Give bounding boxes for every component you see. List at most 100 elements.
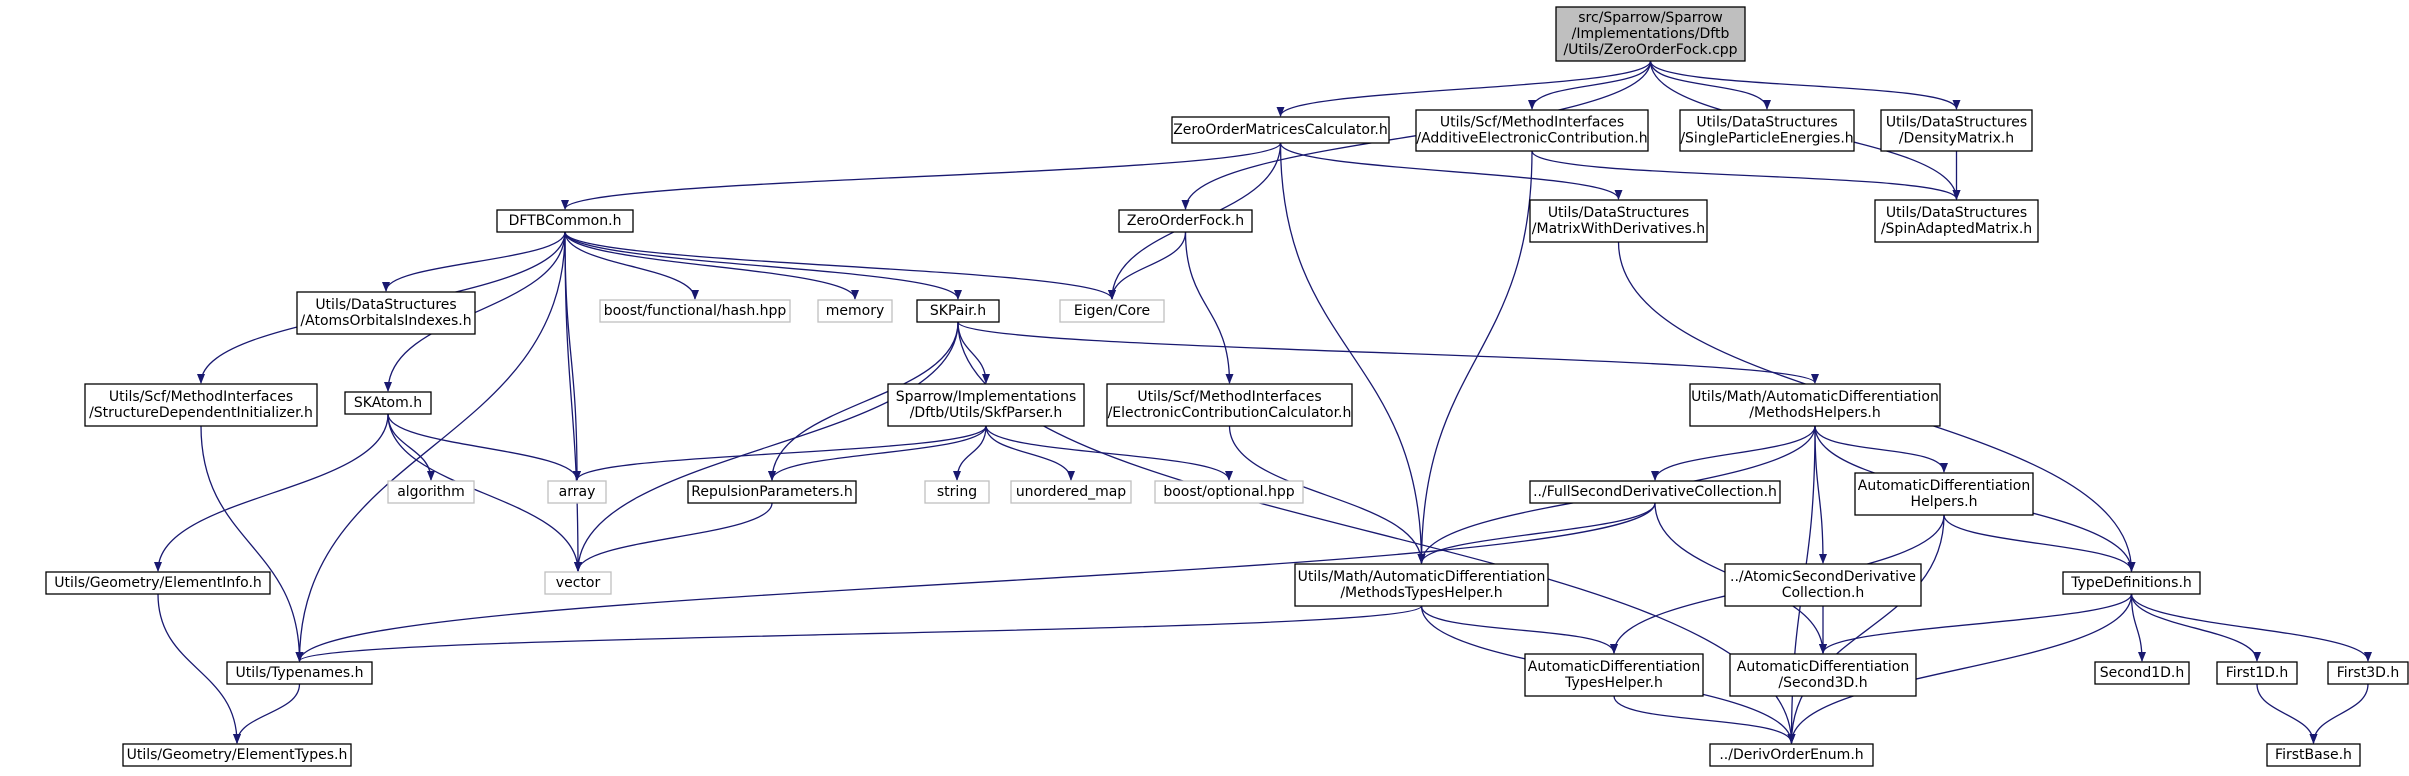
node-box [887,383,1085,427]
node-label: /StructureDependentInitializer.h [89,405,313,421]
node-fullsecondderivativecollection_h[interactable]: ../FullSecondDerivativeCollection.h [1529,480,1781,504]
node-label: /Utils/ZeroOrderFock.cpp [1563,42,1737,58]
node-matrixwithderivatives_h[interactable]: Utils/DataStructures/MatrixWithDerivativ… [1529,199,1708,243]
node-spinadaptedmatrix_h[interactable]: Utils/DataStructures/SpinAdaptedMatrix.h [1874,199,2039,243]
node-algorithm: algorithm [387,480,475,504]
edge-skfparser_h-to-array [573,425,987,481]
node-firstbase_h[interactable]: FirstBase.h [2266,743,2361,767]
node-electroniccontributioncalculator_h[interactable]: Utils/Scf/MethodInterfaces/ElectronicCon… [1106,383,1353,427]
node-atomsorbitalsindexes_h[interactable]: Utils/DataStructures/AtomsOrbitalsIndexe… [296,291,476,335]
edge-typedefinitions_h-to-first3d_h [2130,593,2372,662]
edge-skpair_h-to-methodshelpers_h [957,321,1819,384]
node-elementinfo_h[interactable]: Utils/Geometry/ElementInfo.h [45,571,271,595]
edge-automaticdifferentiationhelpers_h-to-derivorderenum_h [1787,514,1945,744]
node-unordered_map: unordered_map [1010,480,1132,504]
node-zeroorderfock_h[interactable]: ZeroOrderFock.h [1118,209,1253,233]
node-typenames_h[interactable]: Utils/Typenames.h [226,661,373,685]
node-label: /SingleParticleEnergies.h [1680,131,1853,147]
node-first3d_h[interactable]: First3D.h [2327,661,2409,685]
node-memory: memory [817,299,893,323]
edge-fullsecondderivativecollection_h-to-methodstypeshelper_h [1417,502,1656,564]
edge-structuredependentinitializer_h-to-typenames_h [200,425,304,662]
edge-typedefinitions_h-to-first1d_h [2130,593,2261,662]
node-label: ../FullSecondDerivativeCollection.h [1533,484,1777,500]
node-box [1106,383,1353,427]
node-structuredependentinitializer_h[interactable]: Utils/Scf/MethodInterfaces/StructureDepe… [84,383,318,427]
node-dftbcommon_h[interactable]: DFTBCommon.h [496,209,634,233]
node-label: Utils/DataStructures [315,297,456,313]
node-label: boost/optional.hpp [1163,484,1294,500]
node-methodstypeshelper_h[interactable]: Utils/Math/AutomaticDifferentiation/Meth… [1294,563,1549,607]
edge-typenames_h-to-elementtypes_h [233,683,301,744]
node-box [2216,661,2298,685]
node-box [122,743,352,767]
node-eigen_core: Eigen/Core [1059,299,1165,323]
node-skatom_h[interactable]: SKAtom.h [344,391,432,415]
node-label: AutomaticDifferentiation [1528,659,1700,675]
edge-dftbcommon_h-to-boost_functional_hash [564,231,699,300]
node-label: Eigen/Core [1074,303,1150,319]
edge-zeroordermatricescalculator_h-to-methodstypeshelper_h [1279,142,1426,564]
node-box [599,299,791,323]
node-box [1689,383,1941,427]
node-methodshelpers_h[interactable]: Utils/Math/AutomaticDifferentiation/Meth… [1689,383,1941,427]
node-densitymatrix_h[interactable]: Utils/DataStructures/DensityMatrix.h [1880,109,2033,152]
node-box [547,480,607,504]
node-label: DFTBCommon.h [509,213,622,229]
edge-methodstypeshelper_h-to-typenames_h [295,605,1423,662]
node-zeroorderfock_cpp[interactable]: src/Sparrow/Sparrow/Implementations/Dftb… [1555,6,1746,62]
edge-automaticdifferentiationhelpers_h-to-typedefinitions_h [1943,514,2136,572]
node-box [544,571,612,595]
node-box [1529,199,1708,243]
node-box [1880,109,2033,152]
node-repulsionparameters_h[interactable]: RepulsionParameters.h [687,480,857,504]
node-box [387,480,475,504]
node-derivorderenum_h[interactable]: ../DerivOrderEnum.h [1709,743,1874,767]
node-second1d_h[interactable]: Second1D.h [2094,661,2190,685]
node-additiveelectroniccontribution_h[interactable]: Utils/Scf/MethodInterfaces/AdditiveElect… [1415,109,1649,152]
edge-first1d_h-to-firstbase_h [2256,683,2318,744]
node-box [1679,109,1855,152]
node-elementtypes_h[interactable]: Utils/Geometry/ElementTypes.h [122,743,352,767]
node-label: TypesHelper.h [1564,675,1663,691]
node-typedefinitions_h[interactable]: TypeDefinitions.h [2062,571,2201,595]
edge-dftbcommon_h-to-skatom_h [384,231,566,392]
node-label: Utils/DataStructures [1696,115,1837,131]
node-second3d_h[interactable]: AutomaticDifferentiation/Second3D.h [1729,653,1917,697]
node-label: Utils/Geometry/ElementInfo.h [54,575,262,591]
edge-skfparser_h-to-string [953,425,987,481]
node-label: ../AtomicSecondDerivative [1730,569,1916,585]
edge-zeroorderfock_cpp-to-singleparticleenergies_h [1649,60,1771,110]
node-label: First1D.h [2226,665,2288,681]
node-label: Utils/Math/AutomaticDifferentiation [1298,569,1546,585]
edge-skatom_h-to-elementinfo_h [154,413,389,572]
node-label: /AdditiveElectronicContribution.h [1416,131,1647,147]
node-label: AutomaticDifferentiation [1858,478,2030,494]
node-label: ZeroOrderMatricesCalculator.h [1173,122,1388,138]
edge-elementinfo_h-to-elementtypes_h [157,593,241,744]
node-boost_functional_hash: boost/functional/hash.hpp [599,299,791,323]
node-zeroordermatricescalculator_h[interactable]: ZeroOrderMatricesCalculator.h [1171,116,1390,144]
node-box [2266,743,2361,767]
edge-skfparser_h-to-boost_optional [985,425,1233,481]
node-box [1118,209,1253,233]
node-first1d_h[interactable]: First1D.h [2216,661,2298,685]
node-skfparser_h[interactable]: Sparrow/Implementations/Dftb/Utils/SkfPa… [887,383,1085,427]
node-singleparticleenergies_h[interactable]: Utils/DataStructures/SingleParticleEnerg… [1679,109,1855,152]
node-boost_optional: boost/optional.hpp [1154,480,1304,504]
node-box [924,480,990,504]
node-label: Utils/DataStructures [1886,115,2027,131]
node-label: Collection.h [1782,585,1865,601]
node-label: unordered_map [1016,484,1126,500]
node-label: ZeroOrderFock.h [1127,213,1244,229]
edge-fullsecondderivativecollection_h-to-typenames_h [295,502,1656,662]
edge-dftbcommon_h-to-atomsorbitalsindexes_h [382,231,566,292]
node-skpair_h[interactable]: SKPair.h [916,299,1000,323]
edge-skatom_h-to-vector [387,413,582,572]
nodes: src/Sparrow/Sparrow/Implementations/Dftb… [45,6,2409,767]
node-box [84,383,318,427]
